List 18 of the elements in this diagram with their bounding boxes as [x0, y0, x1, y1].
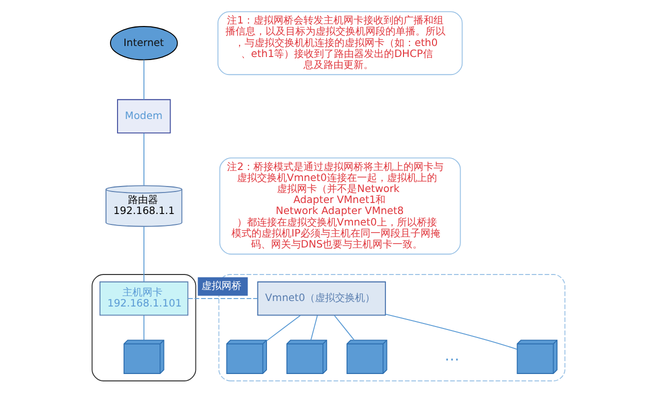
node-ellipse: Internet [110, 26, 178, 60]
node-box: 主机网卡 192.168.1.101 [100, 281, 188, 316]
connector [143, 59, 144, 100]
connector [143, 132, 144, 186]
cluster [92, 274, 196, 382]
node-box: 注2：桥接模式是通过虚拟网桥将主机上的网卡与虚拟交换机Vmnet0连接在一起，虚拟机上的虚拟网卡（并不是Network Adapter VMnet1和Network Adapter VMnet8）都连接在虚拟交换机Vmnet0上，所以桥接模式的虚拟机IP必须与主机在同一网段且子网掩码、网关与DNS也要与主机网卡一致。 [219, 157, 461, 255]
node-box: Modem [117, 99, 171, 134]
edge-label: 虚拟网桥 [202, 281, 242, 292]
connector [385, 314, 518, 350]
connector [334, 315, 355, 340]
label: … [444, 347, 460, 364]
connector [266, 315, 301, 342]
connector [188, 298, 258, 299]
connector [310, 315, 318, 340]
node-box: 注1：虚拟网桥会转发主机网卡接收到的广播和组播信息，以及目标为虚拟交换机网段的单播。所以，与虚拟交换机机连接的虚拟网卡（如：eth0、eth1等）接收到了路由器发出的DHCP信息及路由更新。 [217, 11, 463, 76]
node-box: Vmnet0（虚拟交换机） [257, 281, 386, 316]
connector [143, 315, 144, 340]
connector [143, 226, 144, 282]
